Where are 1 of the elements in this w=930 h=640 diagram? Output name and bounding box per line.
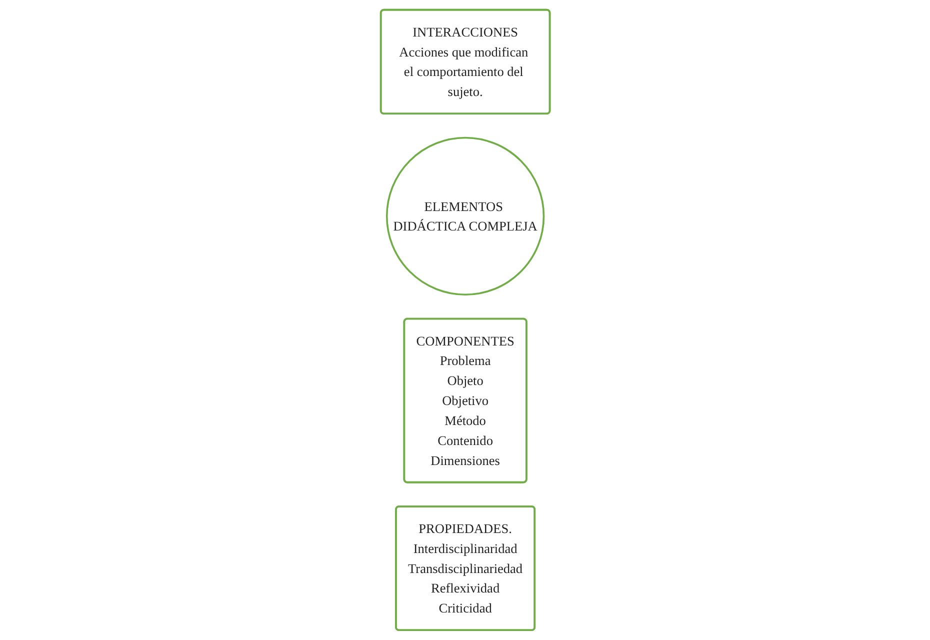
node-circle: ELEMENTOS DIDÁCTICA COMPLEJA bbox=[386, 136, 544, 296]
